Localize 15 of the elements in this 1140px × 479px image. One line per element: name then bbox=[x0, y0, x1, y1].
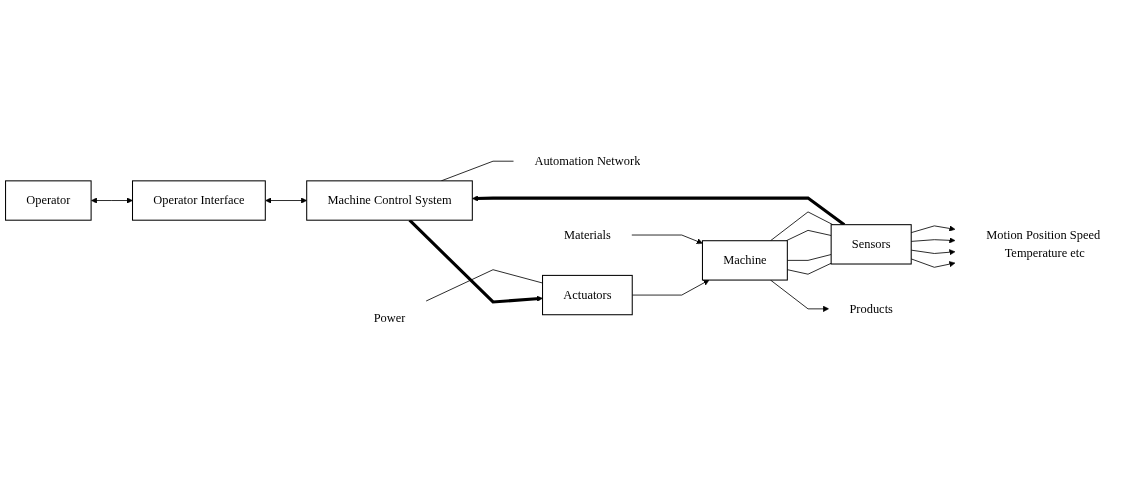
node-text: Materials bbox=[563, 227, 611, 242]
arrow bbox=[472, 195, 846, 226]
node-text: Automation Network bbox=[534, 153, 641, 168]
connector bbox=[425, 269, 543, 302]
node-box: Machine Control System bbox=[306, 180, 473, 221]
connector bbox=[770, 211, 834, 241]
node-box: Machine bbox=[701, 240, 788, 281]
node-text: Power bbox=[373, 310, 406, 325]
node-text: Products bbox=[849, 301, 893, 316]
node-text: Motion Position Speed Temperature etc bbox=[986, 227, 1101, 261]
node-box: Operator bbox=[5, 180, 92, 221]
node-box: Actuators bbox=[542, 274, 633, 316]
node-box: Operator Interface bbox=[132, 180, 266, 221]
connector bbox=[785, 229, 832, 241]
node-box: Sensors bbox=[830, 223, 912, 265]
